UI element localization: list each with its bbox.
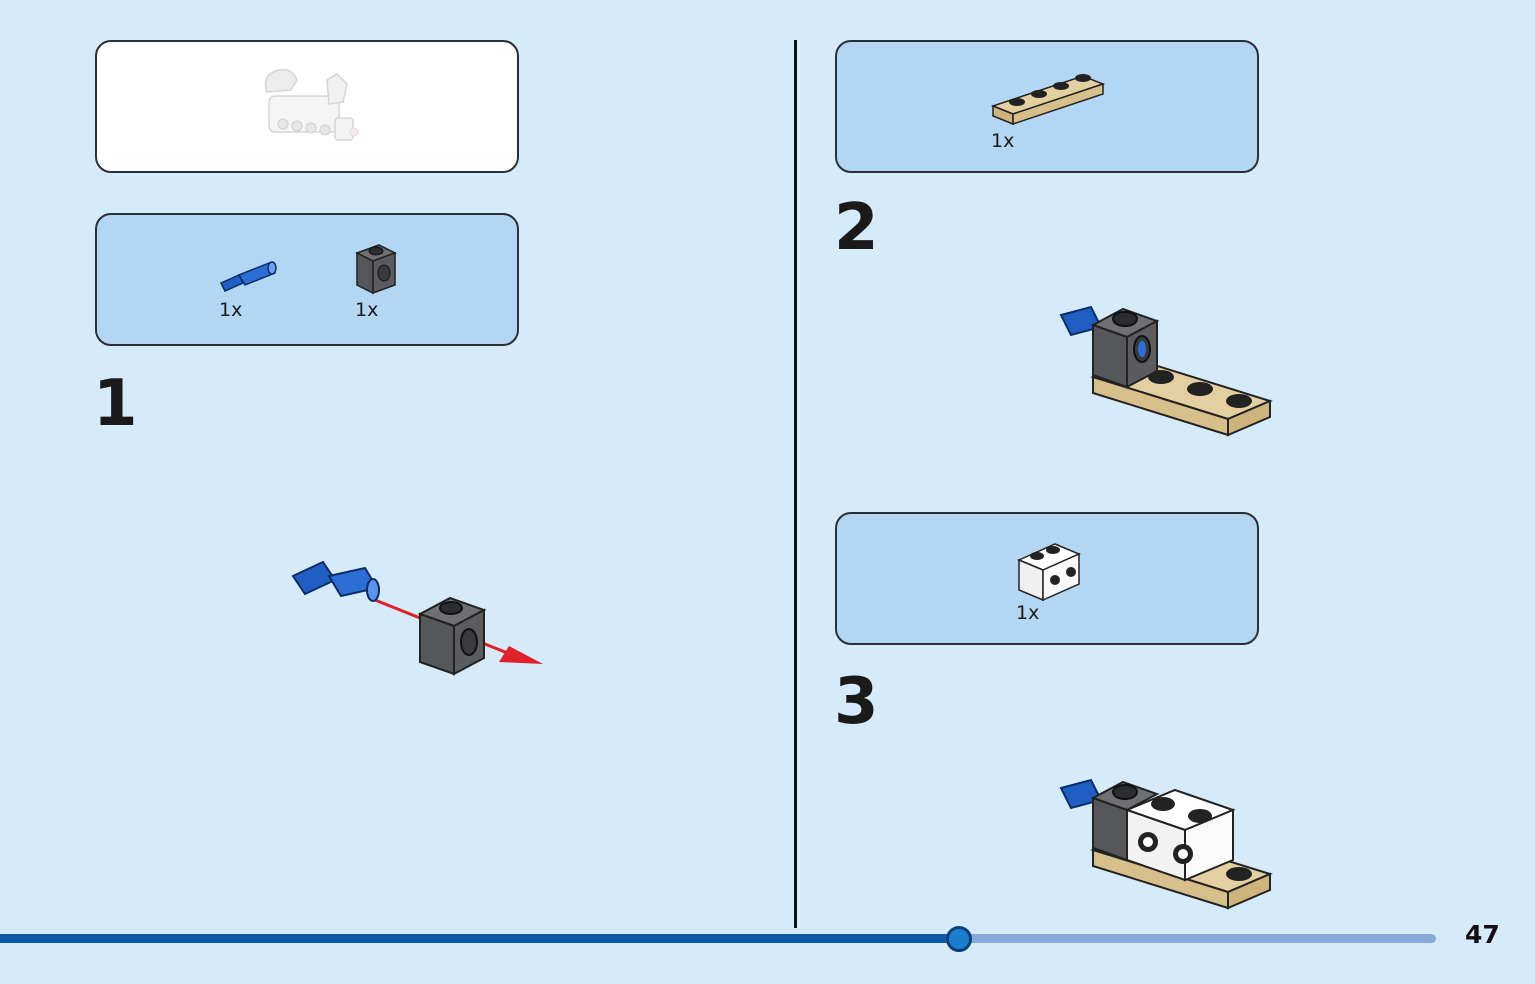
white-brick-side-studs-icon xyxy=(1017,543,1081,602)
tan-plate-icon xyxy=(990,74,1106,126)
step2-part1-qty: 1x xyxy=(991,130,1015,152)
step1-number: 1 xyxy=(93,367,138,441)
step3-parts-box: 1x xyxy=(835,512,1259,645)
step2-assembly-illustration xyxy=(1059,305,1273,437)
page-divider xyxy=(794,40,797,928)
blue-axle-pin-icon xyxy=(219,261,277,292)
progress-fill xyxy=(0,934,960,943)
step3-assembly-illustration xyxy=(1059,778,1273,910)
page-number: 47 xyxy=(1465,920,1500,949)
dark-gray-technic-brick-icon xyxy=(355,244,397,295)
step1-parts-box: 1x 1x xyxy=(95,213,519,346)
step1-assembly-illustration xyxy=(291,560,543,676)
submodel-preview-box xyxy=(95,40,519,173)
progress-knob[interactable] xyxy=(946,926,973,952)
submodel-preview-icon xyxy=(264,68,359,141)
step1-part1-qty: 1x xyxy=(219,299,243,321)
step1-part2-qty: 1x xyxy=(355,299,379,321)
step3-part1-qty: 1x xyxy=(1016,602,1040,624)
step2-number: 2 xyxy=(834,191,879,265)
step3-number: 3 xyxy=(834,665,879,739)
step2-parts-box: 1x xyxy=(835,40,1259,173)
